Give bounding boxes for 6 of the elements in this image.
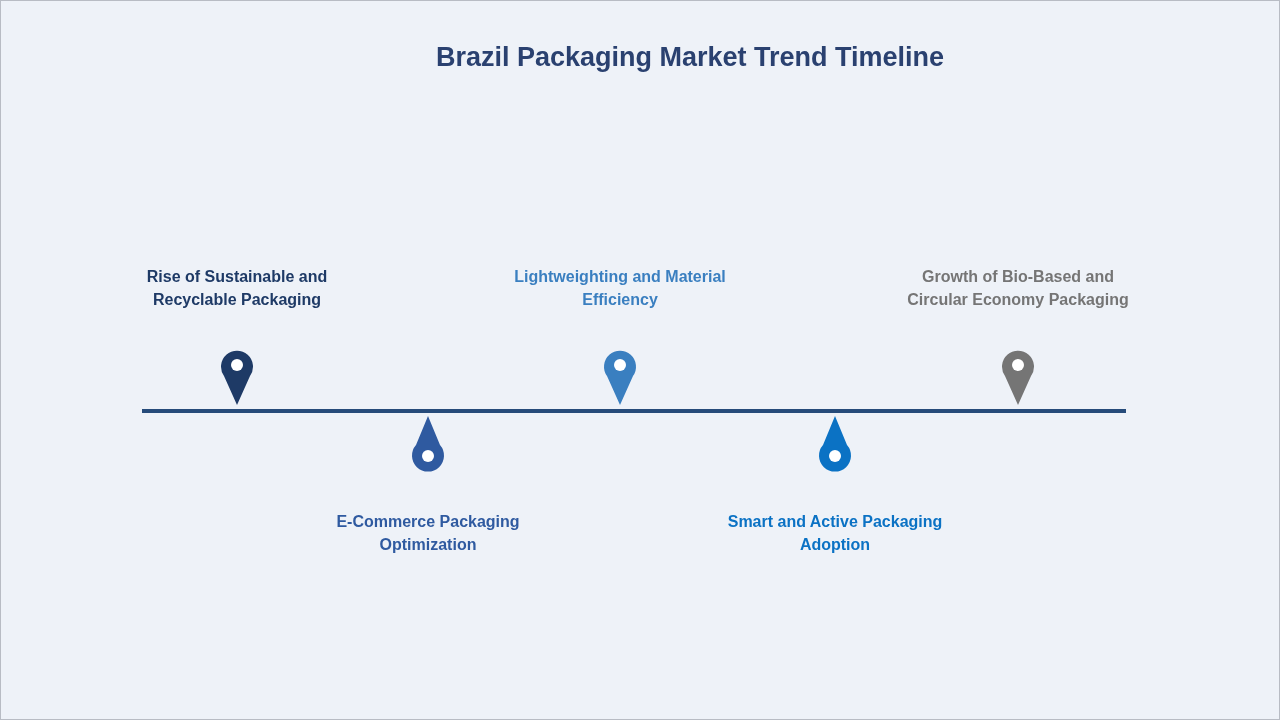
milestone-label: E-Commerce Packaging Optimization — [335, 512, 521, 555]
milestone-label: Rise of Sustainable and Recyclable Packaging — [145, 267, 329, 310]
milestone-label: Smart and Active Packaging Adoption — [726, 512, 944, 555]
title: Brazil Packaging Market Trend Timeline — [434, 42, 946, 73]
milestone-label: Lightweighting and Material Efficiency — [513, 267, 727, 310]
milestone-label: Growth of Bio-Based and Circular Economy Packaging — [906, 267, 1130, 310]
